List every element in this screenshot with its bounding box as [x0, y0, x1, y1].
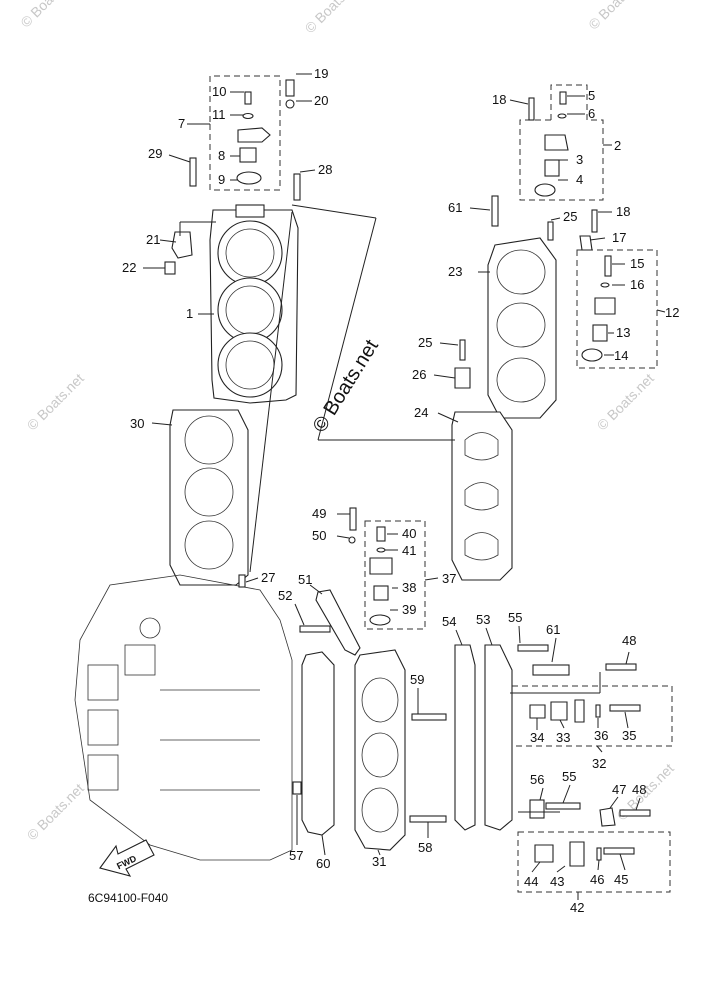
- part-number: 12: [665, 305, 679, 320]
- part-number: 40: [402, 526, 416, 541]
- gasket-24: [451, 411, 513, 581]
- part-number: 33: [556, 730, 570, 745]
- part-number: 38: [402, 580, 416, 595]
- part-number: 45: [614, 872, 628, 887]
- part-number: 60: [316, 856, 330, 871]
- part-number: 30: [130, 416, 144, 431]
- part-number: 58: [418, 840, 432, 855]
- head-gasket-30: [169, 409, 249, 586]
- part-number: 7: [178, 116, 185, 131]
- part-number: 24: [414, 405, 428, 420]
- part-number: 53: [476, 612, 490, 627]
- head-cover-23: [487, 237, 557, 419]
- part-number: 2: [614, 138, 621, 153]
- part-number: 26: [412, 367, 426, 382]
- connection-lines: [179, 204, 455, 573]
- part-number: 31: [372, 854, 386, 869]
- gasket-54: [454, 644, 476, 831]
- part-number: 57: [289, 848, 303, 863]
- part-number: 20: [314, 93, 328, 108]
- leader-lines: [143, 73, 666, 900]
- part-number: 18: [616, 204, 630, 219]
- part-number: 16: [630, 277, 644, 292]
- cylinder-head-1: [209, 204, 299, 404]
- part-numbers: 1 2 3 4 5 6 7 8 9 10 11 12 13 14 15 16 1…: [122, 66, 679, 915]
- part-number: 48: [632, 782, 646, 797]
- part-number: 25: [418, 335, 432, 350]
- part-number: 34: [530, 730, 544, 745]
- part-number: 15: [630, 256, 644, 271]
- part-number: 49: [312, 506, 326, 521]
- part-number: 39: [402, 602, 416, 617]
- part-number: 32: [592, 756, 606, 771]
- part-number: 5: [588, 88, 595, 103]
- cylinder-head-31: [354, 649, 406, 851]
- part-number: 37: [442, 571, 456, 586]
- watermark: © Boats.net: [594, 370, 657, 433]
- small-parts: [164, 79, 651, 867]
- part-number: 61: [448, 200, 462, 215]
- part-number: 17: [612, 230, 626, 245]
- part-number: 41: [402, 543, 416, 558]
- part-number: 27: [261, 570, 275, 585]
- head-cover-53: [484, 644, 513, 831]
- part-number: 42: [570, 900, 584, 915]
- part-number: 3: [576, 152, 583, 167]
- watermark: © Boats.net: [24, 370, 87, 433]
- watermark: © Boats.net: [302, 0, 365, 36]
- part-number: 55: [508, 610, 522, 625]
- part-number: 55: [562, 769, 576, 784]
- part-number: 22: [122, 260, 136, 275]
- part-number: 35: [622, 728, 636, 743]
- part-number: 25: [563, 209, 577, 224]
- part-number: 4: [576, 172, 583, 187]
- part-number: 19: [314, 66, 328, 81]
- part-number: 6: [588, 106, 595, 121]
- part-number: 50: [312, 528, 326, 543]
- part-number: 47: [612, 782, 626, 797]
- part-number: 11: [212, 107, 226, 122]
- part-number: 9: [218, 172, 225, 187]
- part-number: 54: [442, 614, 456, 629]
- fwd-arrow: FWD: [99, 839, 155, 877]
- watermark: © Boats.net: [24, 780, 87, 843]
- engine-block: [74, 574, 293, 861]
- part-number: 29: [148, 146, 162, 161]
- part-number: 56: [530, 772, 544, 787]
- part-number: 48: [622, 633, 636, 648]
- part-number: 14: [614, 348, 628, 363]
- part-number: 51: [298, 572, 312, 587]
- part-number: 1: [186, 306, 193, 321]
- watermark-center: © Boats.net: [309, 336, 383, 437]
- diagram-code: 6C94100-F040: [88, 891, 168, 905]
- part-number: 28: [318, 162, 332, 177]
- part-number: 23: [448, 264, 462, 279]
- part-number: 61: [546, 622, 560, 637]
- part-number: 46: [590, 872, 604, 887]
- part-number: 8: [218, 148, 225, 163]
- gasket-51: [315, 589, 361, 656]
- part-number: 36: [594, 728, 608, 743]
- watermark: © Boats.net: [17, 0, 80, 31]
- part-number: 21: [146, 232, 160, 247]
- gasket-60: [301, 651, 335, 836]
- part-number: 10: [212, 84, 226, 99]
- part-number: 52: [278, 588, 292, 603]
- watermark: © Boats.net: [585, 0, 648, 33]
- part-number: 18: [492, 92, 506, 107]
- part-number: 43: [550, 874, 564, 889]
- part-number: 13: [616, 325, 630, 340]
- part-number: 44: [524, 874, 538, 889]
- part-number: 59: [410, 672, 424, 687]
